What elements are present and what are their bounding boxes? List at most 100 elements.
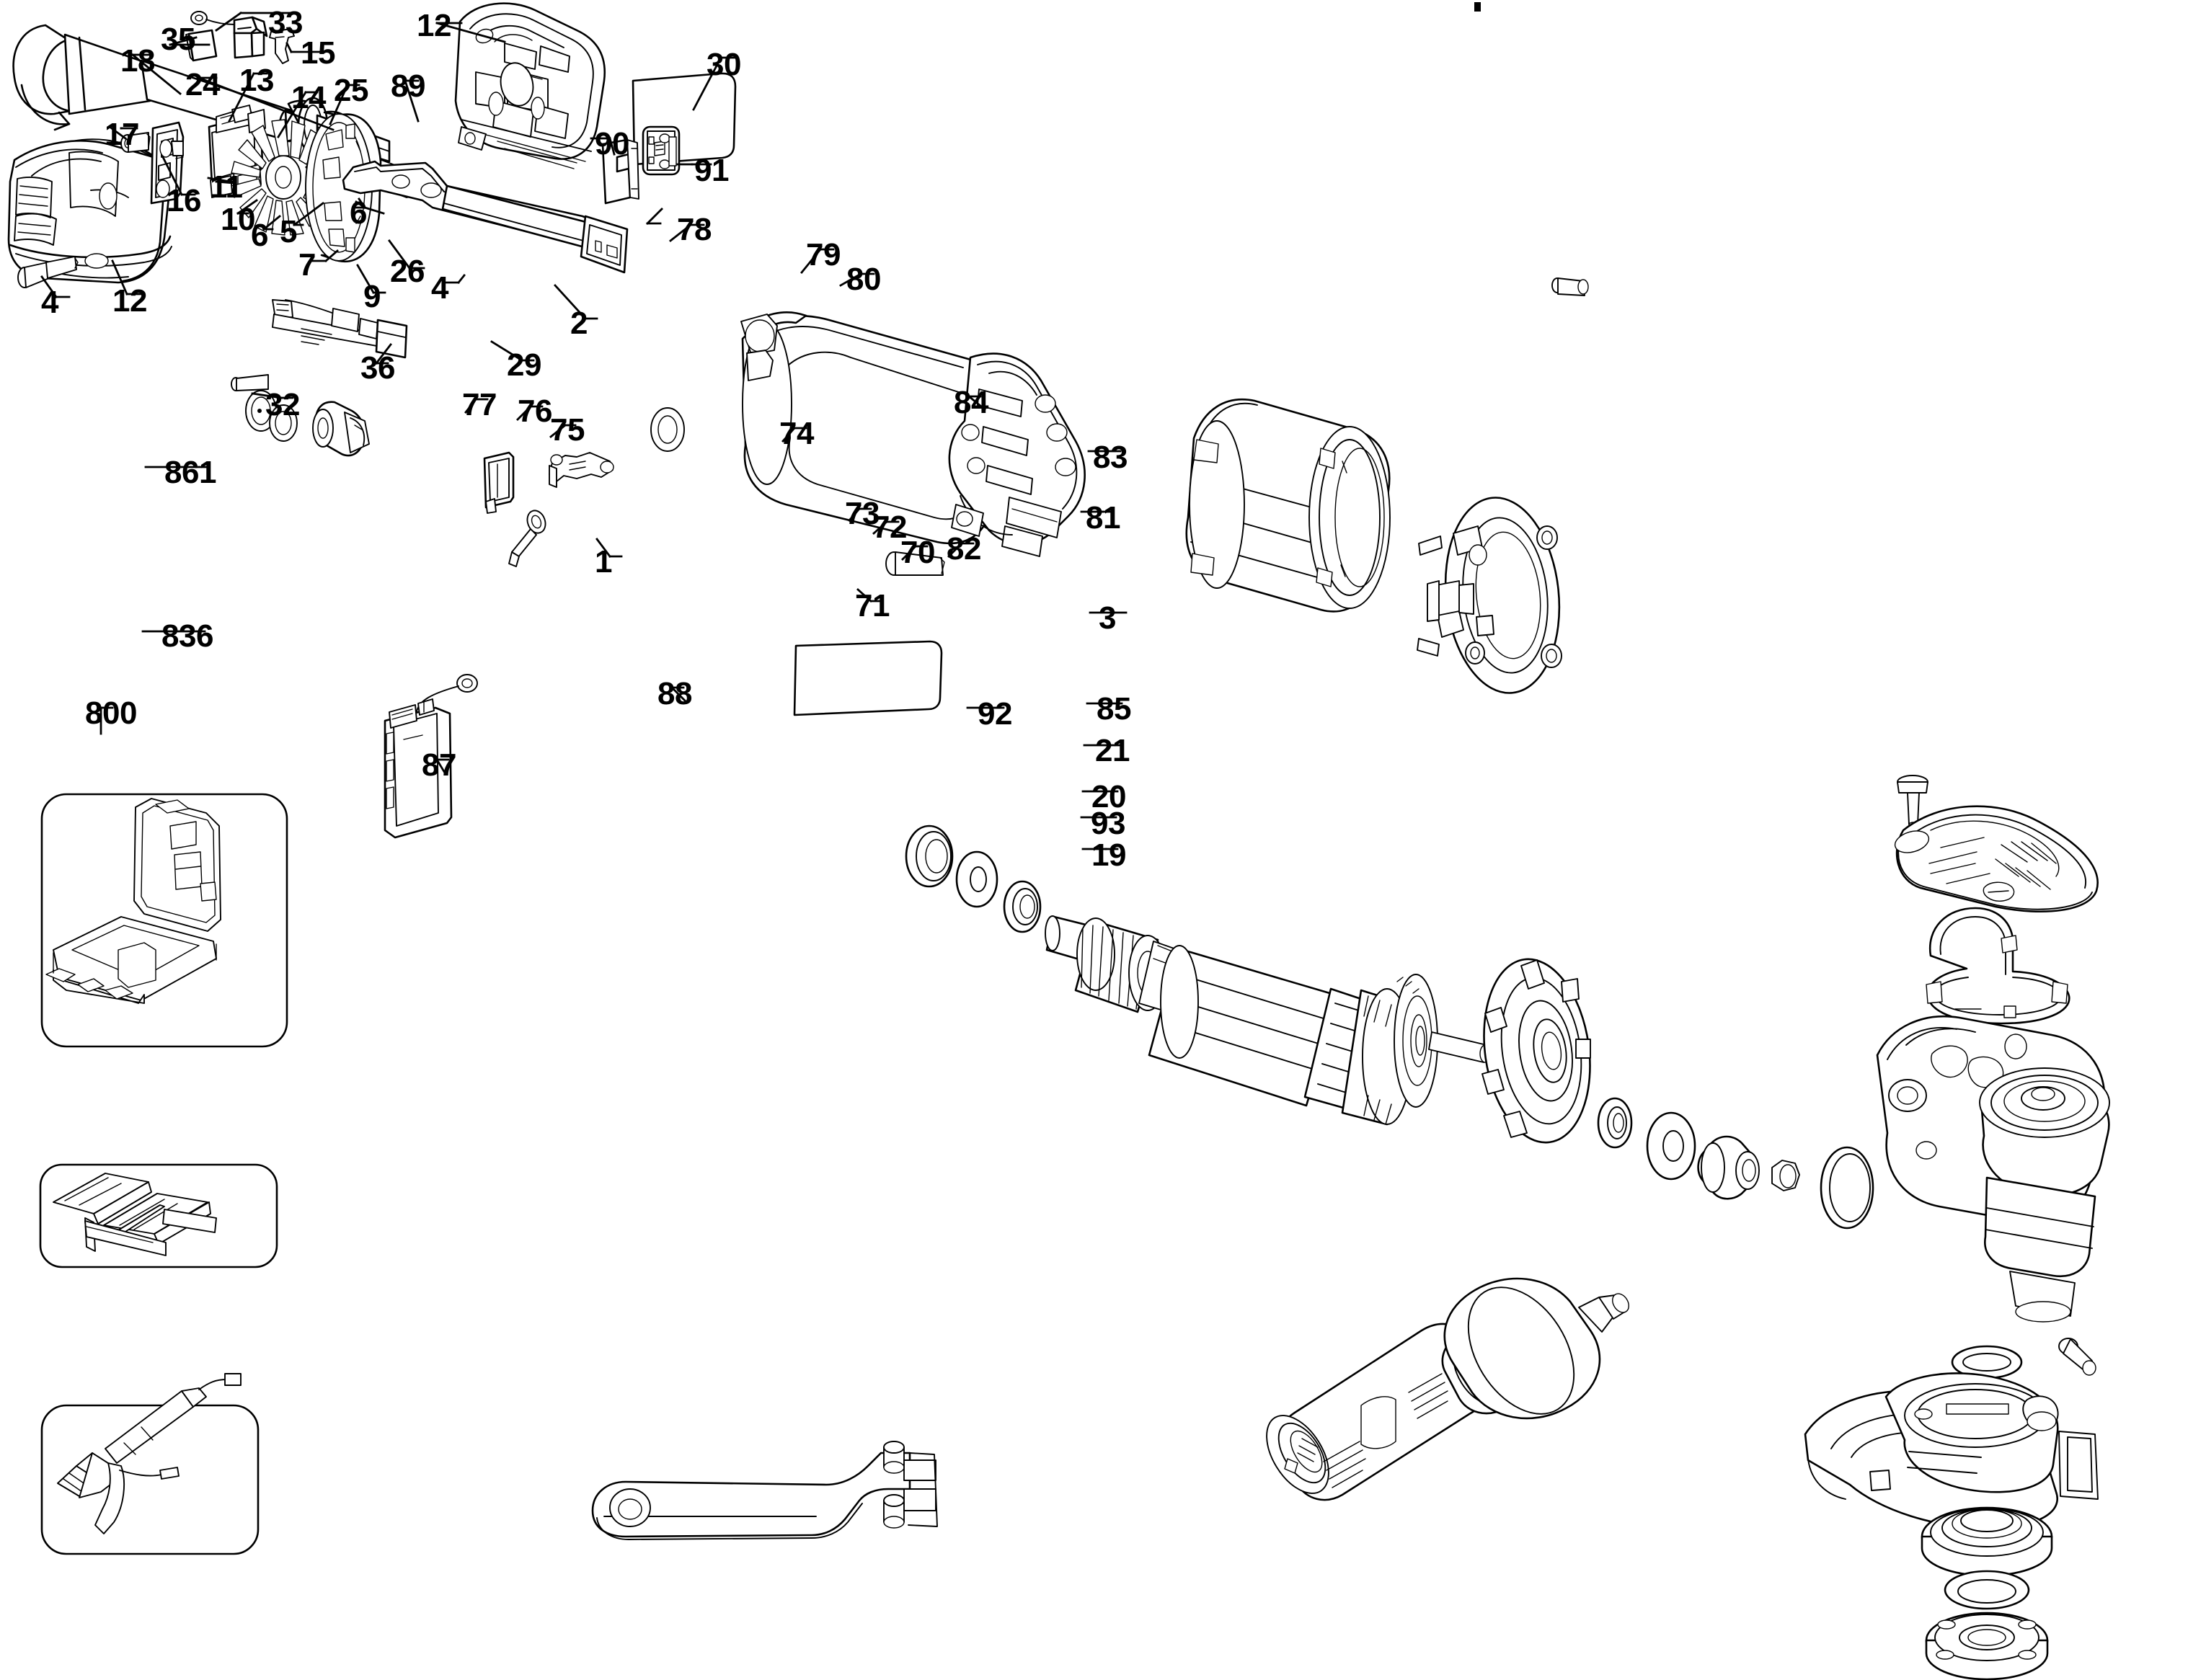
part-21-guard bbox=[1804, 1372, 2099, 1529]
part-15-terminal-clip bbox=[269, 28, 295, 64]
part-800-grease-gun bbox=[40, 1373, 260, 1555]
part-20-inner-flange bbox=[1921, 1506, 2053, 1577]
part-85-pin bbox=[2058, 1338, 2096, 1376]
part-83-gear-case-cover bbox=[1894, 805, 2099, 913]
callout-screw: 84 bbox=[954, 385, 988, 420]
callout-side-handle: 88 bbox=[657, 676, 692, 711]
part-861-kit-box bbox=[40, 793, 288, 1048]
callout-switch-housing-cap: 91 bbox=[694, 153, 729, 188]
callout-gear-case-housing: 2 bbox=[570, 306, 588, 341]
callout-motor-housing: 12 bbox=[112, 283, 147, 319]
spindle-small-parts bbox=[1597, 1097, 1874, 1230]
part-9-spring-clip bbox=[508, 510, 546, 567]
part-81-gasket bbox=[1926, 907, 2070, 1025]
callout-o-ring: 92 bbox=[978, 696, 1012, 732]
part-91-switch-cap bbox=[642, 125, 681, 176]
callout-cord-clamp: 16 bbox=[167, 183, 201, 218]
callout-baffle-plate: 79 bbox=[806, 237, 841, 272]
callout-wire-harness: 36 bbox=[360, 350, 395, 386]
callout-screw: 4 bbox=[431, 270, 448, 306]
callout-gear-case-cover: 83 bbox=[1093, 440, 1128, 475]
callout-field-stator: 78 bbox=[677, 212, 712, 247]
callout-gear-case: 3 bbox=[1099, 600, 1116, 636]
callout-gasket: 81 bbox=[1086, 500, 1120, 535]
part-7-carbon-brush bbox=[483, 451, 515, 514]
ink-artifact bbox=[1474, 2, 1481, 12]
part-87-spanner-wrench bbox=[591, 1441, 938, 1540]
part-836-insert-tray bbox=[39, 1163, 278, 1268]
callout-o-ring: 82 bbox=[947, 531, 981, 566]
callout-baffle: 74 bbox=[779, 416, 814, 451]
callout-terminal-clip: 15 bbox=[301, 35, 335, 71]
part-25-baffle bbox=[305, 110, 382, 263]
callout-nut: 70 bbox=[900, 535, 935, 570]
part-36-wire-harness bbox=[272, 299, 408, 359]
callout-cord-protector-sleeve: 18 bbox=[120, 43, 155, 79]
part-74-baffle bbox=[1481, 958, 1591, 1144]
callout-nameplate-label: 29 bbox=[507, 347, 541, 383]
callout-motor-housing-cover: 12 bbox=[417, 8, 451, 43]
callout-bearing: 77 bbox=[462, 387, 497, 422]
part-19-outer-flange bbox=[1925, 1612, 2049, 1680]
callout-brush-holder-assembly: 33 bbox=[268, 5, 303, 40]
part-89-slide-bar bbox=[342, 160, 629, 274]
callout-baffle: 25 bbox=[334, 73, 368, 108]
callout-bearing: 75 bbox=[550, 412, 585, 448]
callout-washer: 76 bbox=[518, 394, 552, 429]
callout-armature: 1 bbox=[595, 544, 612, 579]
callout-inner-flange: 20 bbox=[1091, 779, 1126, 814]
callout-lever: 26 bbox=[390, 254, 425, 289]
callout-outer-flange: 19 bbox=[1091, 837, 1126, 873]
bearings-row bbox=[905, 825, 1042, 933]
callout-spindle-bushing: 71 bbox=[855, 588, 890, 623]
callout-guard: 21 bbox=[1095, 733, 1130, 768]
callout-fan: 14 bbox=[291, 80, 326, 115]
part-92-o-ring bbox=[1951, 1345, 2023, 1379]
part-4-screw-middle bbox=[885, 551, 945, 576]
callout-insert-tray: 836 bbox=[161, 618, 213, 654]
part-29-nameplate bbox=[793, 640, 943, 716]
part-80-screw bbox=[1551, 277, 1589, 296]
callout-slide-switch-bar: 89 bbox=[391, 68, 425, 104]
part-12-motor-housing bbox=[7, 138, 172, 284]
small-parts-row bbox=[231, 374, 685, 457]
part-88-side-handle bbox=[1266, 1277, 1629, 1501]
callout-washer: 73 bbox=[845, 496, 880, 531]
part-1-armature bbox=[1045, 915, 1491, 1126]
callout-carbon-brush-cap: 35 bbox=[161, 22, 195, 57]
callout-brush-holder: 5 bbox=[280, 214, 297, 249]
part-26-lever bbox=[549, 452, 614, 488]
callout-screw: 80 bbox=[846, 262, 881, 297]
callout-washer: 93 bbox=[1091, 806, 1125, 841]
leader-lines bbox=[40, 12, 1128, 850]
callout-pin: 85 bbox=[1097, 691, 1131, 726]
callout-bearing: 6 bbox=[350, 195, 367, 231]
callout-switch: 13 bbox=[239, 63, 274, 98]
callout-washer: 10 bbox=[221, 202, 255, 237]
callout-battery-pack: 32 bbox=[265, 387, 300, 422]
callout-bearing: 6 bbox=[251, 218, 268, 253]
part-3-gear-case bbox=[1876, 1015, 2110, 1323]
callout-nameplate-label: 30 bbox=[707, 47, 741, 82]
part-90-switch-actuator bbox=[601, 138, 639, 205]
callout-screw: 4 bbox=[41, 285, 58, 320]
callout-pin: 11 bbox=[210, 169, 243, 205]
part-17-screw bbox=[120, 132, 151, 153]
part-12-housing-cover-top bbox=[454, 2, 606, 169]
callout-spring-clip: 9 bbox=[363, 279, 381, 314]
part-4-screw-left bbox=[17, 256, 79, 288]
callout-kit-box: 861 bbox=[164, 455, 216, 490]
callout-screw: 17 bbox=[105, 117, 139, 152]
callout-grease-gun: 800 bbox=[85, 695, 137, 731]
callout-washer: 72 bbox=[872, 510, 907, 545]
part-93-washer bbox=[1944, 1570, 2030, 1610]
part-32-battery-pack bbox=[384, 674, 478, 839]
part-78-field-stator bbox=[1185, 399, 1391, 613]
callout-carbon-brush: 7 bbox=[298, 247, 316, 283]
part-2-gear-case-housing bbox=[740, 311, 1086, 557]
callout-switch-actuator: 90 bbox=[595, 126, 629, 161]
callout-spanner-wrench: 87 bbox=[422, 747, 456, 783]
part-79-baffle-plate bbox=[1417, 497, 1562, 694]
